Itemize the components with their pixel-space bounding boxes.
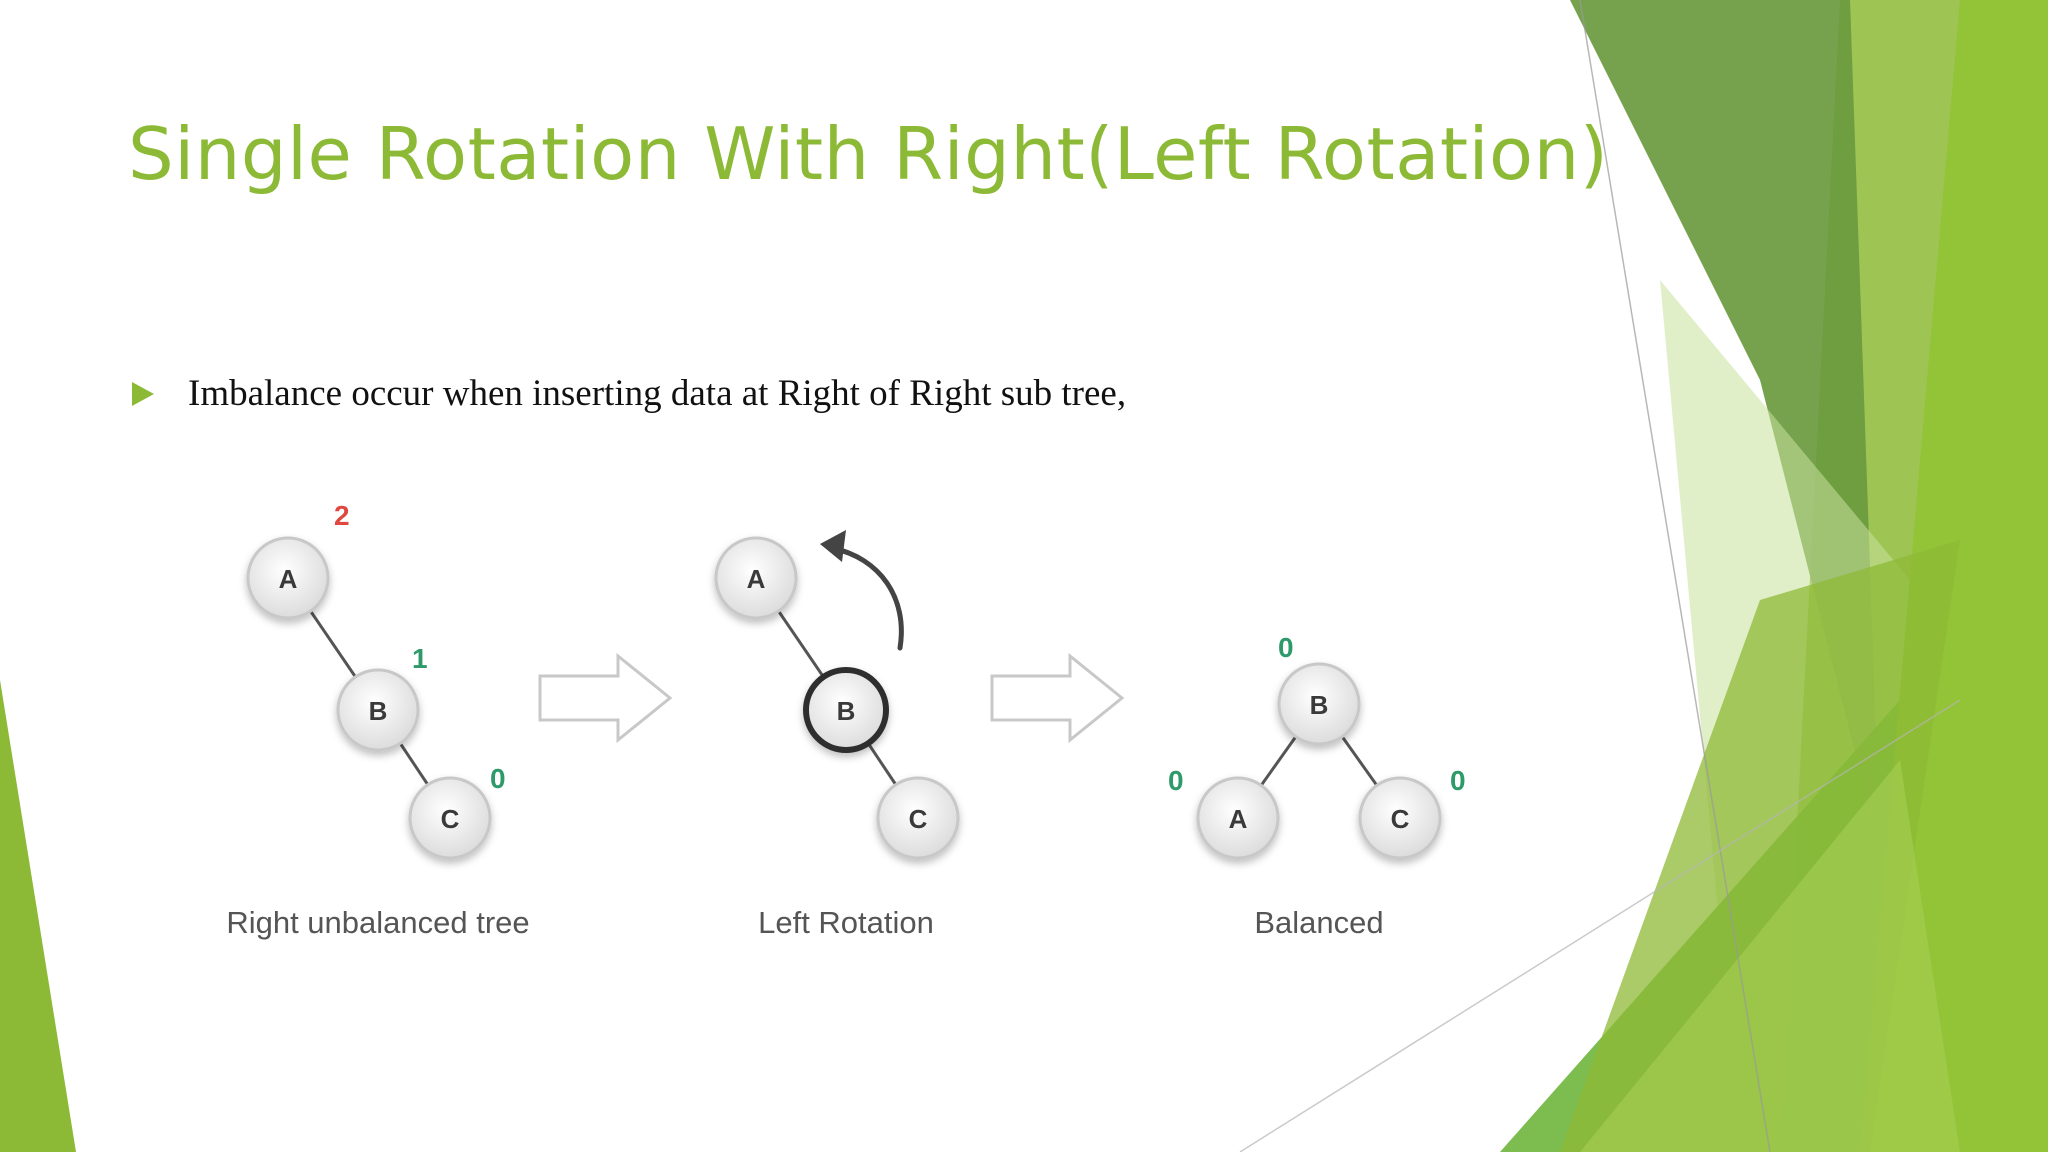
tree-node: C (876, 776, 960, 860)
balance-factor: 0 (490, 763, 506, 794)
slide-title: Single Rotation With Right(Left Rotation… (128, 112, 1609, 196)
node-label: C (909, 804, 928, 834)
tree-node: A (246, 536, 330, 620)
tree-node: A (714, 536, 798, 620)
node-label: B (837, 696, 856, 726)
balance-factor: 0 (1168, 765, 1184, 796)
node-label: A (747, 564, 766, 594)
balance-factor: 2 (334, 500, 350, 531)
unbalanced-tree: A B C 2 1 0 Right unbalanced tree (226, 500, 529, 940)
tree-node: C (1358, 776, 1442, 860)
node-label: C (1391, 804, 1410, 834)
node-label: A (1229, 804, 1248, 834)
node-label: A (279, 564, 298, 594)
tree-node: C (408, 776, 492, 860)
right-arrow-icon (990, 652, 1125, 744)
tree-node: B (336, 668, 420, 752)
balance-factor: 0 (1450, 765, 1466, 796)
bullet-item: Imbalance occur when inserting data at R… (132, 372, 1126, 415)
rotation-arrow-icon (820, 530, 904, 651)
rotation-tree: A B C Left Rotation (714, 530, 960, 940)
node-label: B (369, 696, 388, 726)
avl-rotation-diagram: A B C 2 1 0 Right unbalanced tree A B C (226, 500, 1466, 940)
node-label: C (441, 804, 460, 834)
node-label: B (1310, 690, 1329, 720)
triangle-bullet-icon (132, 381, 154, 406)
balanced-tree: B A C 0 0 0 Balanced (1168, 632, 1466, 940)
pivot-node: B (803, 667, 889, 753)
tree-caption: Right unbalanced tree (226, 905, 529, 940)
tree-caption: Balanced (1254, 905, 1383, 940)
tree-caption: Left Rotation (758, 905, 934, 940)
bullet-text: Imbalance occur when inserting data at R… (188, 373, 1127, 414)
tree-node: B (1277, 662, 1361, 746)
balance-factor: 1 (412, 643, 428, 674)
balance-factor: 0 (1278, 632, 1294, 663)
right-arrow-icon (538, 652, 673, 744)
tree-node: A (1196, 776, 1280, 860)
